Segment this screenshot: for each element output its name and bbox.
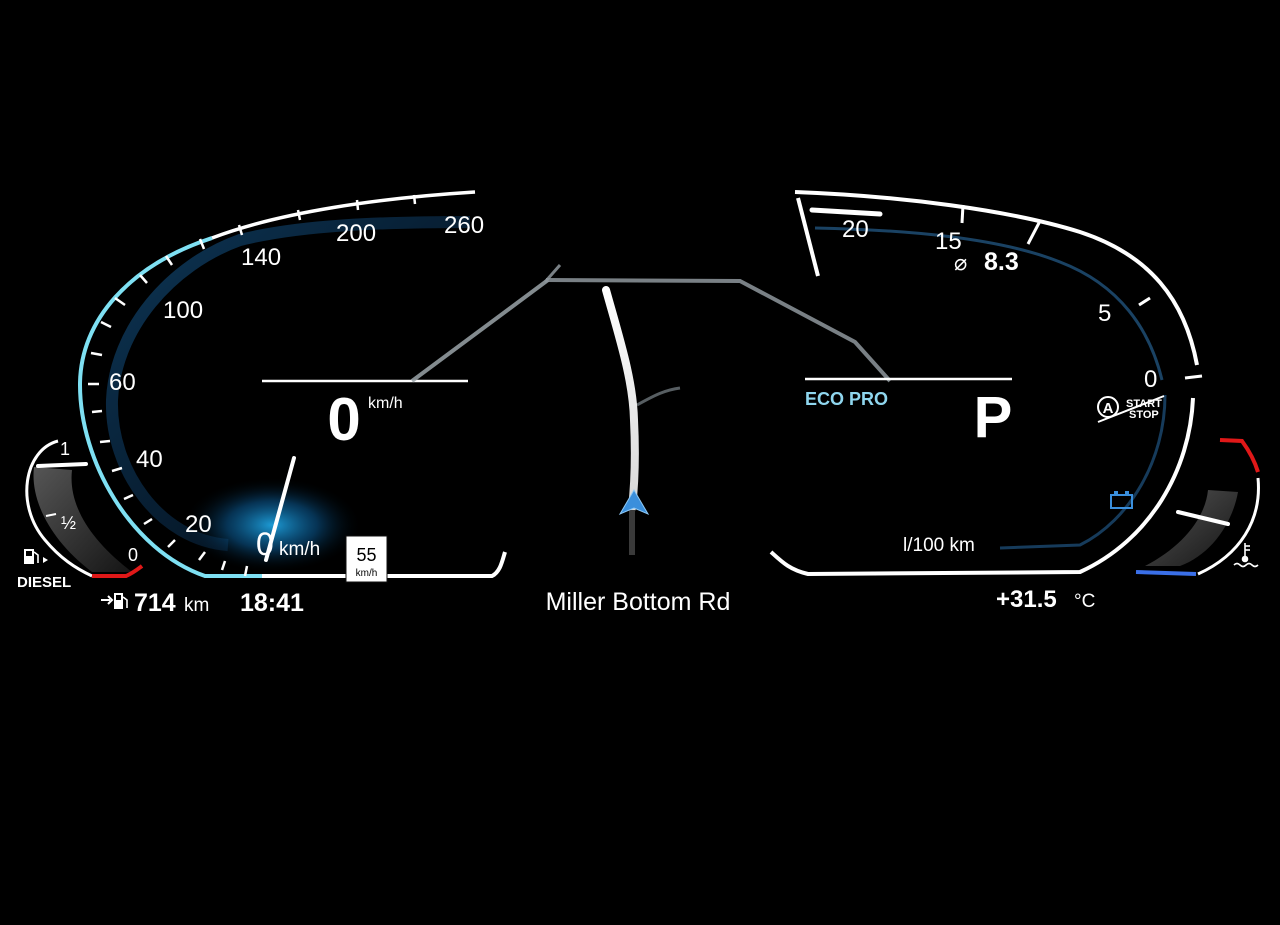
fuel-gauge-band (33, 467, 132, 572)
battery-icon (1110, 491, 1133, 509)
consumption-ticks (960, 204, 1203, 380)
speed-limit-unit: km/h (356, 568, 378, 579)
consumption-inner-rim-lower (999, 394, 1167, 550)
fuel-label-half: ½ (61, 513, 76, 533)
fuel-label-empty: 0 (128, 545, 138, 565)
fuel-type-label: DIESEL (17, 574, 71, 591)
speedometer-ticks (88, 194, 417, 577)
coolant-cold-zone (1135, 570, 1197, 576)
average-consumption: 8.3 (984, 248, 1019, 276)
range-fuel-icon (101, 593, 128, 609)
speedometer-inner-glow (105, 216, 471, 551)
clock: 18:41 (240, 589, 304, 617)
navigation-view: Miller Bottom Rd (410, 264, 892, 616)
speedometer-label-20: 20 (185, 511, 212, 538)
digital-speed: 0 (327, 386, 360, 453)
speedometer-label-260: 260 (444, 212, 484, 239)
fuel-tick-half (45, 513, 57, 517)
drive-mode: ECO PRO (805, 389, 888, 409)
speedometer-scale: 20 40 60 100 140 200 260 (109, 212, 484, 538)
coolant-needle (1176, 510, 1230, 526)
nav-arrow-icon (618, 489, 650, 516)
consumption-label-15: 15 (935, 228, 962, 255)
coolant-gauge-band (1145, 490, 1238, 566)
coolant-gauge-outline (1197, 477, 1260, 576)
fuel-range-value: 714 (134, 589, 176, 617)
fuel-pump-icon (24, 549, 48, 564)
coolant-gauge (1135, 438, 1260, 576)
digital-speed-unit: km/h (368, 395, 403, 412)
speed-limit-sign: 55 km/h (345, 535, 388, 583)
consumption-needle (809, 207, 883, 217)
center-connector-top (545, 278, 892, 383)
consumption-label-0: 0 (1144, 366, 1157, 393)
consumption-gauge: 20 15 5 0 ⌀ 8.3 ECO PRO P A START STOP l… (769, 190, 1203, 577)
consumption-inner-rim (814, 226, 1164, 381)
speedometer-needle-glow (182, 477, 362, 573)
speedometer-rim-lit (77, 236, 262, 578)
consumption-rim-lower (769, 397, 1195, 577)
fuel-range-unit: km (184, 595, 209, 616)
gear-indicator: P (974, 385, 1013, 450)
street-name: Miller Bottom Rd (546, 588, 731, 616)
average-symbol: ⌀ (954, 250, 967, 275)
fuel-gauge: 1 ½ 0 DIESEL 714 km (17, 439, 209, 617)
speedometer-base (262, 551, 507, 578)
speedometer: 20 40 60 100 140 200 260 0 km/h 0 km/h 5… (77, 190, 507, 583)
coolant-hot-zone (1219, 438, 1260, 473)
consumption-unit: l/100 km (903, 535, 975, 556)
speedometer-label-100: 100 (163, 297, 203, 324)
navigation-route (602, 286, 639, 512)
needle-speed: 0 (256, 526, 274, 562)
fuel-gauge-outline (25, 439, 93, 578)
center-side-road-right (636, 386, 681, 407)
coolant-temperature-icon (1233, 543, 1259, 568)
consumption-scale: 20 15 5 0 (842, 216, 1157, 393)
speedometer-needle (264, 456, 296, 562)
speedometer-label-140: 140 (241, 244, 281, 271)
speedometer-label-60: 60 (109, 369, 136, 396)
outside-temperature-unit: °C (1074, 591, 1095, 612)
speedometer-label-40: 40 (136, 446, 163, 473)
start-stop-letter: A (1103, 400, 1114, 417)
consumption-max-segment (796, 197, 820, 277)
needle-speed-unit: km/h (279, 539, 320, 560)
consumption-rim (794, 190, 1199, 366)
fuel-level-needle (36, 462, 88, 468)
outside-temperature: +31.5 (996, 586, 1057, 613)
speedometer-label-200: 200 (336, 220, 376, 247)
center-side-road-left (543, 264, 562, 283)
consumption-label-20: 20 (842, 216, 869, 243)
fuel-label-full: 1 (60, 439, 70, 459)
speed-limit-value: 55 (356, 545, 376, 565)
auto-start-stop-icon: A START STOP (1097, 395, 1165, 423)
center-connector-left (410, 278, 550, 383)
fuel-reserve-zone (92, 564, 144, 578)
consumption-label-5: 5 (1098, 300, 1111, 327)
start-stop-line2: STOP (1129, 409, 1159, 421)
